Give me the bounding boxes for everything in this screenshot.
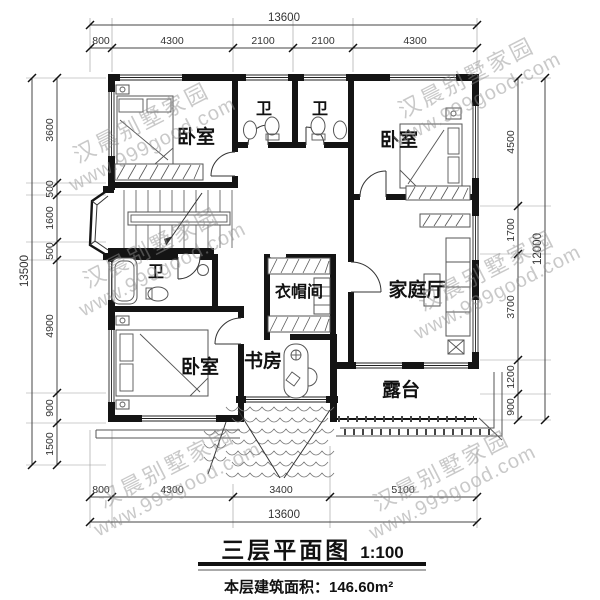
window-terrace-left xyxy=(356,362,402,369)
closet-bedroom-tl xyxy=(114,163,204,181)
bath1-fixtures xyxy=(243,116,280,141)
dim-bottom-seg-2: 3400 xyxy=(269,484,293,496)
dimension-labels: 13600 800 4300 2100 2100 4300 13500 3600… xyxy=(19,12,544,521)
window-top-bedroom-tl xyxy=(120,74,182,81)
window-left-bedroom-bl xyxy=(108,330,115,402)
closet-bedroom-tr xyxy=(405,185,471,201)
extension-lines xyxy=(26,18,551,528)
dim-bottom-seg-1: 4300 xyxy=(160,484,184,496)
study-desk xyxy=(283,343,318,399)
drawing-scale: 1:100 xyxy=(360,543,404,562)
title-block: 三层平面图 1:100 xyxy=(190,531,435,565)
family-hall-furniture xyxy=(419,213,471,355)
staircase xyxy=(123,190,233,248)
window-top-bath2 xyxy=(304,74,346,81)
dim-right-total: 12000 xyxy=(532,233,544,265)
window-bottom-study xyxy=(246,396,326,403)
area-note: 本层建筑面积：146.60m² xyxy=(224,579,394,596)
title-underline xyxy=(198,562,426,566)
bed-bedroom-tr xyxy=(399,107,463,189)
title-underline-secondary xyxy=(198,569,426,571)
bed-bedroom-tl xyxy=(115,84,174,165)
dim-left-seg-0: 3600 xyxy=(44,118,56,142)
dim-left-seg-3: 500 xyxy=(44,242,56,260)
dim-bottom-seg-0: 800 xyxy=(92,484,110,496)
dim-top-seg-4: 4300 xyxy=(403,35,427,47)
window-right-family-upper xyxy=(472,216,479,260)
room-label-bedroom-tr: 卧室 xyxy=(380,128,418,151)
room-label-cloakroom: 衣帽间 xyxy=(275,282,323,301)
dimension-lines xyxy=(27,20,550,527)
window-terrace-right xyxy=(424,362,468,369)
room-label-bath1: 卫 xyxy=(256,101,272,118)
page-title: 三层平面图 xyxy=(221,537,352,563)
room-label-family-hall: 家庭厅 xyxy=(388,278,445,301)
dim-bottom-total: 13600 xyxy=(268,509,300,521)
room-label-terrace: 露台 xyxy=(382,378,420,401)
eaves xyxy=(95,372,503,441)
dim-right-seg-0: 4500 xyxy=(505,130,517,154)
dim-left-seg-5: 900 xyxy=(44,399,56,417)
window-top-bedroom-tr xyxy=(390,74,456,81)
dim-top-seg-2: 2100 xyxy=(251,35,275,47)
room-label-study: 书房 xyxy=(244,349,282,372)
roof-tiles xyxy=(203,406,335,479)
room-labels: 卧室 卫 卫 卧室 卫 衣帽间 家庭厅 卧室 书房 露台 xyxy=(148,101,446,401)
dim-left-seg-6: 1500 xyxy=(44,432,56,456)
window-top-bath1 xyxy=(246,74,288,81)
dim-right-seg-1: 1700 xyxy=(505,218,517,242)
room-label-bath2: 卫 xyxy=(312,101,328,118)
dim-left-seg-4: 4900 xyxy=(44,314,56,338)
dim-left-seg-1: 500 xyxy=(44,180,56,198)
window-bottom-bedroom-bl xyxy=(142,415,216,422)
cloakroom-wardrobes xyxy=(267,257,331,333)
dim-top-seg-1: 4300 xyxy=(160,35,184,47)
dim-left-seg-2: 1600 xyxy=(44,206,56,230)
windows xyxy=(108,74,479,422)
dim-right-seg-2: 3700 xyxy=(505,295,517,319)
dim-right-seg-4: 900 xyxy=(505,398,517,416)
window-right-bedroom-tr xyxy=(472,106,479,178)
dim-right-seg-3: 1200 xyxy=(505,365,517,389)
bay-window xyxy=(88,186,114,260)
dim-top-total: 13600 xyxy=(268,12,300,24)
dim-top-seg-3: 2100 xyxy=(311,35,335,47)
dim-bottom-seg-3: 5100 xyxy=(391,484,415,496)
window-left-bedroom-tl xyxy=(108,92,115,156)
room-label-bedroom-bl: 卧室 xyxy=(181,355,219,378)
bath-ml-fixtures xyxy=(111,257,209,305)
room-label-bath-ml: 卫 xyxy=(148,264,164,281)
bed-bedroom-bl xyxy=(115,315,209,410)
dim-left-total: 13500 xyxy=(19,255,31,287)
furniture xyxy=(111,84,471,410)
window-right-family-lower xyxy=(472,300,479,352)
dim-top-seg-0: 800 xyxy=(92,35,110,47)
bath2-fixtures xyxy=(310,116,347,141)
room-label-bedroom-tl: 卧室 xyxy=(177,125,215,148)
